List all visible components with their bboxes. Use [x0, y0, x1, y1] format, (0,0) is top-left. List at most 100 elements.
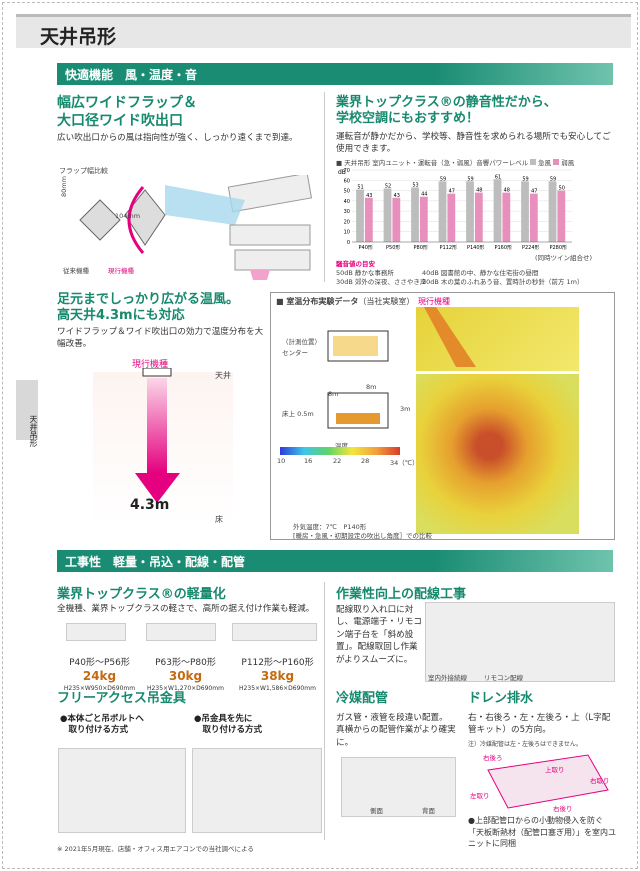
drain-body: 右・右後ろ・左・左後ろ・上（L字配管キット）の5方向。	[468, 713, 611, 736]
hanger-img-1	[58, 748, 186, 833]
y-tick: 20	[344, 219, 350, 225]
bar-急風	[493, 179, 502, 242]
ceiling-label: 天井	[215, 371, 231, 380]
wiring-heading: 作業性向上の配線工事	[336, 587, 467, 602]
side-tab-label: 天井吊形	[29, 415, 38, 447]
floor-heatmap	[416, 374, 579, 534]
divider	[324, 92, 325, 282]
x-tick: P280形	[549, 244, 567, 251]
room-box-floor	[327, 392, 389, 429]
scale-10: 10	[277, 457, 286, 465]
chart-ylabel: dB	[338, 169, 346, 176]
y-tick: 50	[344, 189, 350, 195]
room-note1: 外気温度：7℃ P140形	[293, 523, 367, 531]
room-box-top	[327, 330, 389, 362]
section-plume	[424, 307, 476, 367]
bar-弱風	[419, 196, 428, 242]
pipe-back: 背面	[422, 807, 435, 815]
bar-value: 50	[559, 186, 565, 192]
quiet-body: 運転音が静かだから、学校等、静音性を求められる場所でも安心してご使用できます。	[336, 132, 611, 155]
drain-note: 注）冷媒配管は左・左後ろはできません。	[468, 741, 582, 748]
room-current: 現行機種	[418, 297, 450, 306]
scale-34: 34（℃）	[390, 459, 419, 467]
flap-illustration	[79, 175, 313, 280]
scale-16: 16	[304, 457, 313, 465]
pipe-side: 側面	[370, 807, 383, 815]
measure-pos: （計測位置）	[282, 338, 321, 346]
hanger-b2: ●吊金具を先に 取り付ける方式	[194, 714, 263, 736]
bar-value: 48	[476, 188, 482, 194]
guide-3: 30dB 郊外の深夜、ささやき声	[336, 278, 427, 286]
chart-legend: 急風 弱風	[530, 157, 574, 167]
bar-value: 59	[550, 176, 556, 182]
bar-弱風	[502, 192, 511, 242]
bar-急風	[466, 181, 474, 242]
bar-value: 59	[440, 176, 446, 182]
bar-弱風	[364, 197, 373, 242]
old-model-label: 従来機種	[63, 267, 89, 275]
scale-28: 28	[361, 457, 370, 465]
warm-height: 4.3m	[130, 497, 170, 513]
bar-弱風	[529, 193, 538, 242]
warm-heading: 足元までしっかり広がる温風。 高天井4.3mにも対応	[57, 292, 240, 324]
wiring-body: 配線取り入れ口に対し、電源端子・リモコン端子台を「斜め設置」。配線取回し作業がよ…	[336, 605, 422, 665]
guide-1: 50dB 静かな事務所	[336, 269, 394, 277]
bar-急風	[356, 189, 364, 242]
hanger-img-2	[192, 748, 322, 833]
guide-4: 20dB 木の葉のふれあう音、置時計の秒針（前方 1m）	[422, 278, 584, 286]
new-height: 104mm	[115, 212, 141, 220]
bar-value: 47	[449, 189, 455, 195]
bar-弱風	[557, 190, 566, 242]
unit-img-1	[66, 623, 126, 641]
footnote: ※ 2021年5月現在、店舗・オフィス用エアコンでの当社調べによる	[57, 845, 254, 853]
warm-airflow	[135, 368, 180, 503]
chart-title: ■ 天井吊形 室内ユニット・運転音（急・弱風）音響パワーレベル	[336, 159, 529, 167]
pipe-body: ガス管・液管を段違い配置。真横からの配管作業がより確実に。	[336, 713, 456, 748]
bar-弱風	[392, 197, 401, 242]
pipe-heading: 冷媒配管	[336, 691, 389, 706]
x-tick: P80形	[414, 244, 428, 251]
drain-dir-1: 右後ろ	[483, 754, 503, 762]
scale-22: 22	[333, 457, 342, 465]
bar-弱風	[474, 192, 483, 242]
drain-heading: ドレン排水	[468, 691, 534, 706]
y-tick: 40	[344, 199, 350, 205]
guide-title: 騒音値の目安	[336, 260, 375, 268]
hanger-b1: ●本体ごと吊ボルトへ 取り付ける方式	[60, 714, 144, 736]
bar-value: 53	[412, 182, 418, 188]
bar-急風	[411, 187, 419, 242]
room-floor-label: 床上 0.5m	[282, 410, 314, 418]
room-panel	[270, 292, 615, 540]
flap-width-label: フラップ幅比較	[59, 167, 108, 175]
bar-value: 59	[467, 176, 473, 182]
bar-value: 44	[421, 192, 427, 198]
wiring-image	[425, 602, 615, 682]
drain-dir-5: 右後り	[553, 805, 573, 813]
light-heading: 業界トップクラス®の軽量化	[57, 587, 226, 602]
y-tick: 30	[344, 209, 350, 215]
pipe-image	[341, 757, 456, 817]
drain-diagram	[487, 754, 609, 809]
floor-label: 床	[215, 515, 223, 524]
guide-2: 40dB 図書館の中、静かな住宅街の昼間	[422, 269, 539, 277]
section-band-construction: 工事性 軽量・吊込・配線・配管	[57, 550, 613, 572]
bar-弱風	[447, 193, 456, 242]
flap-body: 広い吹出口からの風は指向性が強く、しっかり遠くまで到達。	[57, 133, 298, 143]
hanger-heading: フリーアクセス吊金具	[57, 691, 186, 706]
unit-img-2	[146, 623, 216, 641]
x-tick: P160形	[494, 244, 512, 251]
warm-current: 現行機種	[132, 360, 169, 370]
x-tick: P40形	[359, 244, 373, 251]
room-dim-w: 8m	[366, 383, 377, 391]
noise-chart: dB0102030405060705143P40形5243P50形5344P80…	[338, 168, 572, 251]
x-tick: P112形	[439, 244, 457, 251]
x-tick: P140形	[467, 244, 485, 251]
bar-value: 59	[522, 176, 528, 182]
bar-value: 61	[495, 174, 501, 180]
bar-急風	[383, 188, 392, 242]
bar-value: 43	[366, 193, 372, 199]
flap-heading: 幅広ワイドフラップ＆ 大口径ワイド吹出口	[57, 95, 197, 129]
